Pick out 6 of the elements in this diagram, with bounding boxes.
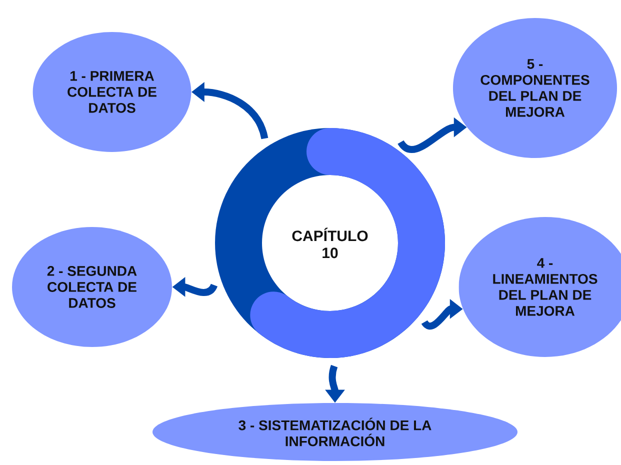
ring-node: CAPÍTULO 10 xyxy=(215,128,445,358)
blob-node: 2 - SEGUNDA COLECTA DE DATOS xyxy=(12,226,172,347)
blob-node: 5 - COMPONENTES DEL PLAN DE MEJORA xyxy=(452,18,618,158)
blob-node: 1 - PRIMERA COLECTA DE DATOS xyxy=(32,32,192,152)
blob-node: 4 - LINEAMIENTOS DEL PLAN DE MEJORA xyxy=(458,217,621,357)
blob-node: 3 - SISTEMATIZACIÓN DE LA INFORMACIÓN xyxy=(152,402,518,461)
